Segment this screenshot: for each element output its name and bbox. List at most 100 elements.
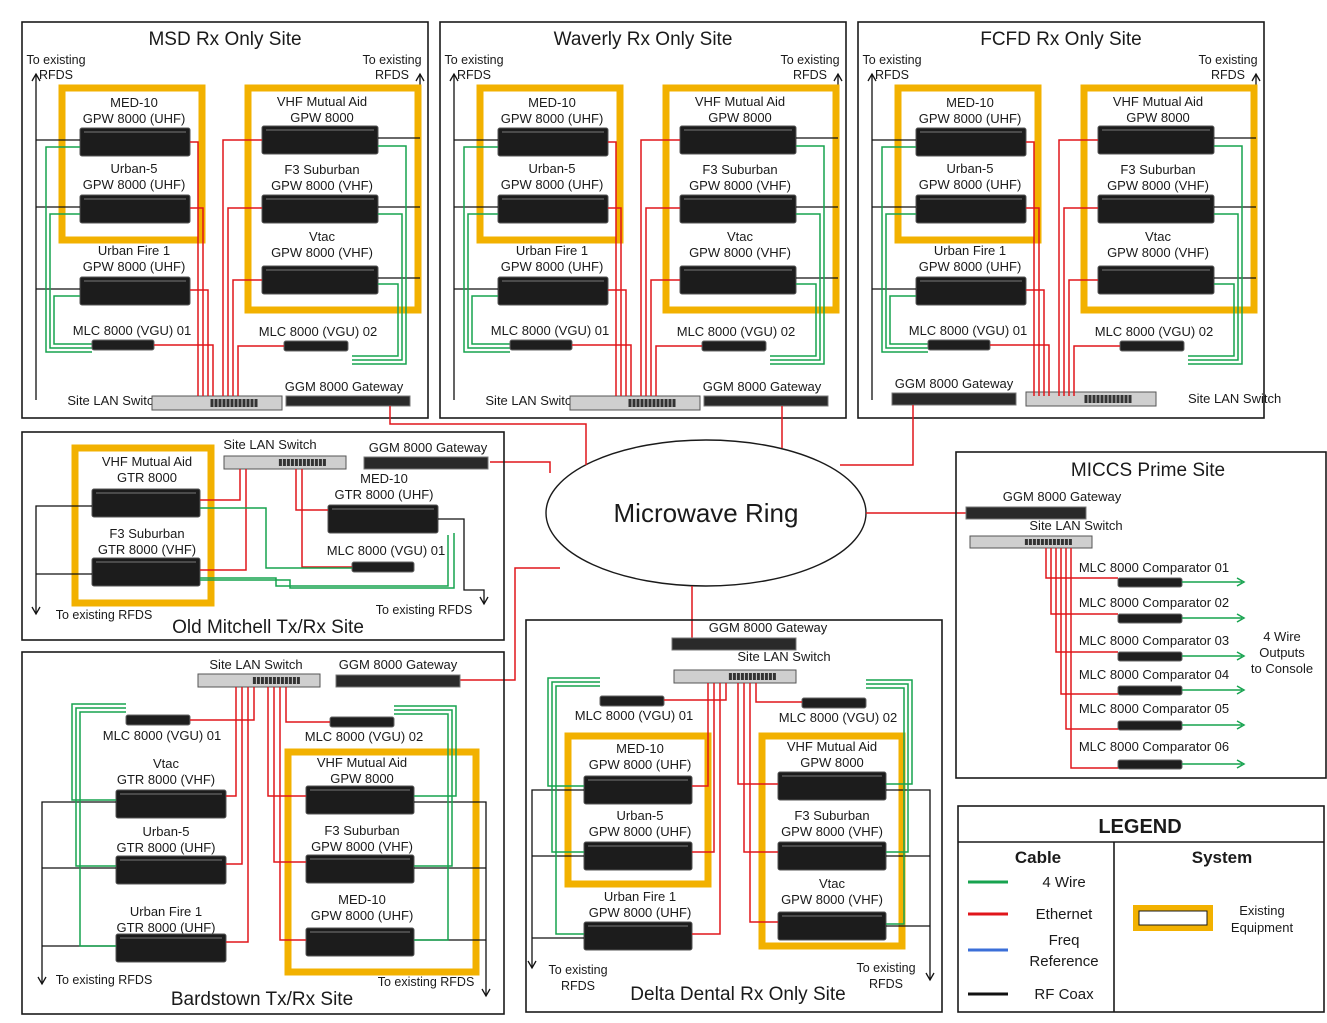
waverly-lan-switch-port [628,399,632,407]
bardstown-mlc1-label: MLC 8000 (VGU) 01 [103,728,222,743]
legend-existing-swatch-inner [1138,910,1208,926]
cable [226,687,249,943]
legend-cable-label: Reference [1029,953,1098,970]
delta-gateway-label: GGM 8000 Gateway [709,620,828,635]
delta-med10-receiver [583,775,693,805]
msd-lan-switch-port [246,399,250,407]
delta-urban5-label-line: Urban-5 [617,808,664,823]
fcfd-urban5-label-line: GPW 8000 (UHF) [919,177,1022,192]
legend-system-label: Existing [1239,903,1285,918]
cable [200,469,247,571]
delta-rfds-left-label-line: RFDS [561,979,595,993]
delta-lan-switch-port [732,673,736,680]
msd-urbanfire-receiver-chassis [79,276,191,306]
cable [866,679,913,785]
oldmitchell-gateway [363,456,489,470]
waverly-lan-switch-port [640,399,644,407]
cable [1063,207,1098,396]
cable [394,709,453,867]
cable [190,207,204,396]
fcfd-vtac-label-line: GPW 8000 (VHF) [1107,245,1209,260]
bardstown-urban5-transceiver-chassis [115,855,227,885]
miccs-switch-label: Site LAN Switch [1029,518,1122,533]
cable [640,139,680,396]
cable [267,687,306,797]
waverly-urban5-receiver-chassis [497,194,609,224]
waverly-rfds-right-label-line: To existing [780,53,839,67]
delta-vtac-label-line: Vtac [819,876,846,891]
cable [49,213,92,349]
waverly-gateway-label: GGM 8000 Gateway [703,379,822,394]
cable [200,507,352,569]
bardstown-f3-label-line: GPW 8000 (VHF) [311,839,413,854]
legend-cable-header: Cable [1015,848,1061,867]
cable [1073,345,1120,396]
delta-urban5-receiver [583,841,693,871]
cable [555,685,600,935]
legend-cable-label: 4 Wire [1042,874,1085,891]
msd-f3-receiver-chassis [261,194,379,224]
waverly-f3-receiver-chassis [679,194,797,224]
miccs-comparator-label: MLC 8000 Comparator 05 [1079,701,1229,716]
oldmitchell-vhf-label-line: GTR 8000 [117,470,177,485]
delta-rfds-left-label-line: To existing [548,963,607,977]
cable [1188,213,1239,361]
arrow-up-icon [1251,72,1261,82]
cable [35,505,92,614]
miccs-comparator-label: MLC 8000 Comparator 01 [1079,560,1229,575]
oldmitchell-vhf-label-line: VHF Mutual Aid [102,454,192,469]
oldmitchell-lan-switch-port [294,459,298,466]
delta-vtac-receiver [777,911,887,941]
cable [190,141,199,396]
delta-lan-switch-port [728,673,732,680]
waverly-vtac-receiver [679,265,797,295]
arrow-down-icon [527,960,537,970]
cable [352,213,403,361]
cable [71,703,126,801]
fcfd-urbanfire-receiver-chassis [915,276,1027,306]
fcfd-urban5-receiver [915,194,1027,224]
delta-mlc1-label: MLC 8000 (VGU) 01 [575,708,694,723]
miccs-comparator-device [1117,720,1183,731]
bardstown-urbanfire-label-line: GTR 8000 (UHF) [117,920,216,935]
bardstown-lan-switch-port [264,677,268,684]
miccs-comparator-device [1117,759,1183,770]
arrow-up-icon [833,72,843,82]
oldmitchell-lan-switch-port [322,459,326,466]
fcfd-lan-switch-port [1088,395,1092,403]
waverly-urban5-receiver [497,194,609,224]
fcfd-existing-left [894,84,1042,244]
oldmitchell-site-title: Old Mitchell Tx/Rx Site [172,617,364,638]
cable [749,683,778,923]
delta-lan-switch-port [736,673,740,680]
msd-mlc1-label: MLC 8000 (VGU) 01 [73,323,192,338]
waverly-urbanfire-label-line: Urban Fire 1 [516,243,588,258]
msd-mlc2-device [283,340,349,352]
oldmitchell-lan-switch-port [290,459,294,466]
fcfd-lan-switch-port [1124,395,1128,403]
legend-cable-label: Ethernet [1036,906,1094,923]
cable [1050,548,1118,615]
cable [1065,548,1118,730]
miccs-lan-switch-port [1048,539,1052,545]
cable [608,207,622,396]
arrow-right-icon [1236,613,1246,623]
cable [1045,548,1118,579]
delta-lan-switch-port [752,673,756,680]
cable [301,469,352,568]
waverly-urbanfire-label-line: GPW 8000 (UHF) [501,259,604,274]
cable [226,687,243,865]
delta-lan-switch-port [748,673,752,680]
oldmitchell-rfds-right-label: To existing RFDS [376,603,473,617]
arrow-right-icon [1236,759,1246,769]
oldmitchell-mlc1-device [351,561,415,573]
fcfd-lan-switch [1025,391,1157,407]
fcfd-gateway-label: GGM 8000 Gateway [895,376,1014,391]
